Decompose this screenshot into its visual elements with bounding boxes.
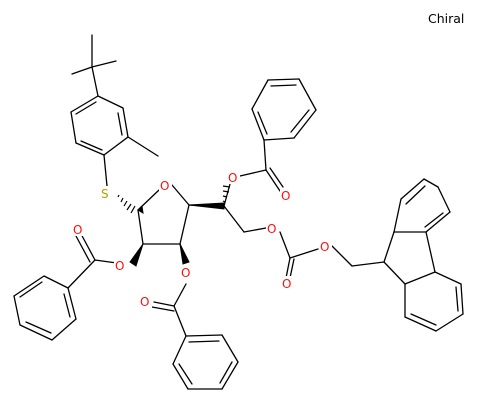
stereo-bonds xyxy=(117,185,231,267)
chiral-label: Chiral xyxy=(428,11,465,26)
left-ester-oxygen-atom: O xyxy=(115,259,124,273)
carbonate-oxygen-1-atom: O xyxy=(267,222,276,236)
atom-labels: S O O O O O O O O O O xyxy=(72,170,332,309)
bond-lines xyxy=(13,34,464,390)
sulfur-atom: S xyxy=(101,187,109,201)
lower-ester-oxygen-atom: O xyxy=(181,266,190,280)
left-carbonyl-oxygen-atom: O xyxy=(73,223,82,237)
ring-oxygen-atom: O xyxy=(160,179,169,193)
carbonate-oxygen-2-atom: O xyxy=(320,240,329,254)
upper-carbonyl-oxygen-atom: O xyxy=(281,189,290,203)
carbonate-carbonyl-oxygen-atom: O xyxy=(282,277,291,291)
lower-carbonyl-oxygen-atom: O xyxy=(140,295,149,309)
upper-ester-oxygen-atom: O xyxy=(228,171,237,185)
